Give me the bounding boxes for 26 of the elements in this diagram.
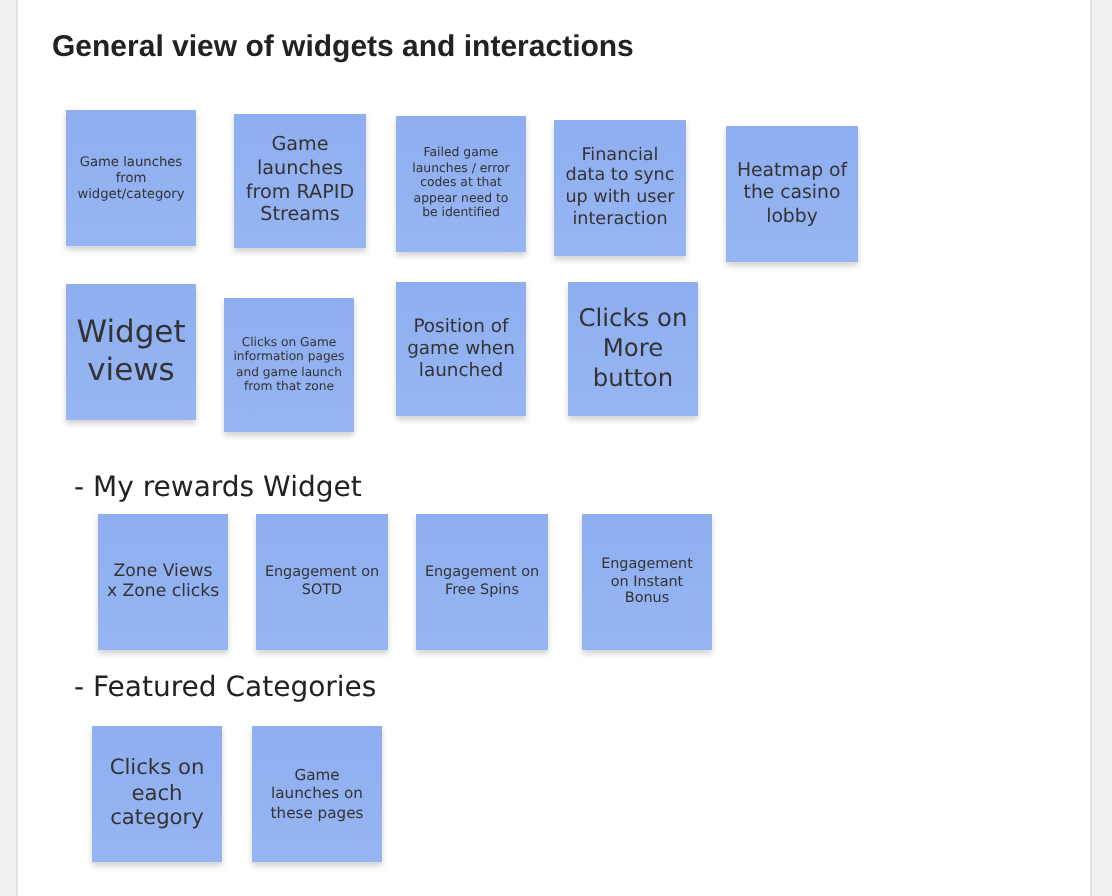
sticky-note xyxy=(252,726,382,862)
sticky-note xyxy=(396,282,526,416)
note-text: Financial data to sync up with user interaction xyxy=(563,145,677,231)
sticky-note xyxy=(256,514,388,650)
sticky-note xyxy=(98,514,228,650)
note-text: Widget views xyxy=(74,314,188,390)
diagram-title: General view of widgets and interactions xyxy=(52,30,634,64)
note-text: Clicks on More button xyxy=(576,304,690,394)
sticky-note xyxy=(224,298,354,432)
note-text: Game launches from RAPID Streams xyxy=(243,134,357,228)
sticky-note xyxy=(92,726,222,862)
sticky-note xyxy=(554,120,686,256)
note-text: Heatmap of the casino lobby xyxy=(734,159,850,229)
sticky-note xyxy=(568,282,698,416)
sticky-note xyxy=(66,110,196,246)
sticky-note xyxy=(582,514,712,650)
note-text: Zone Views x Zone clicks xyxy=(106,561,220,603)
sticky-note xyxy=(66,284,196,420)
sticky-note xyxy=(234,114,366,248)
note-text: Position of game when launched xyxy=(405,315,517,383)
sticky-note xyxy=(726,126,858,262)
sticky-note xyxy=(396,116,526,252)
sticky-note xyxy=(416,514,548,650)
section-heading: - Featured Categories xyxy=(74,672,377,704)
note-text: Clicks on each category xyxy=(107,755,207,833)
section-heading: - My rewards Widget xyxy=(74,472,362,504)
